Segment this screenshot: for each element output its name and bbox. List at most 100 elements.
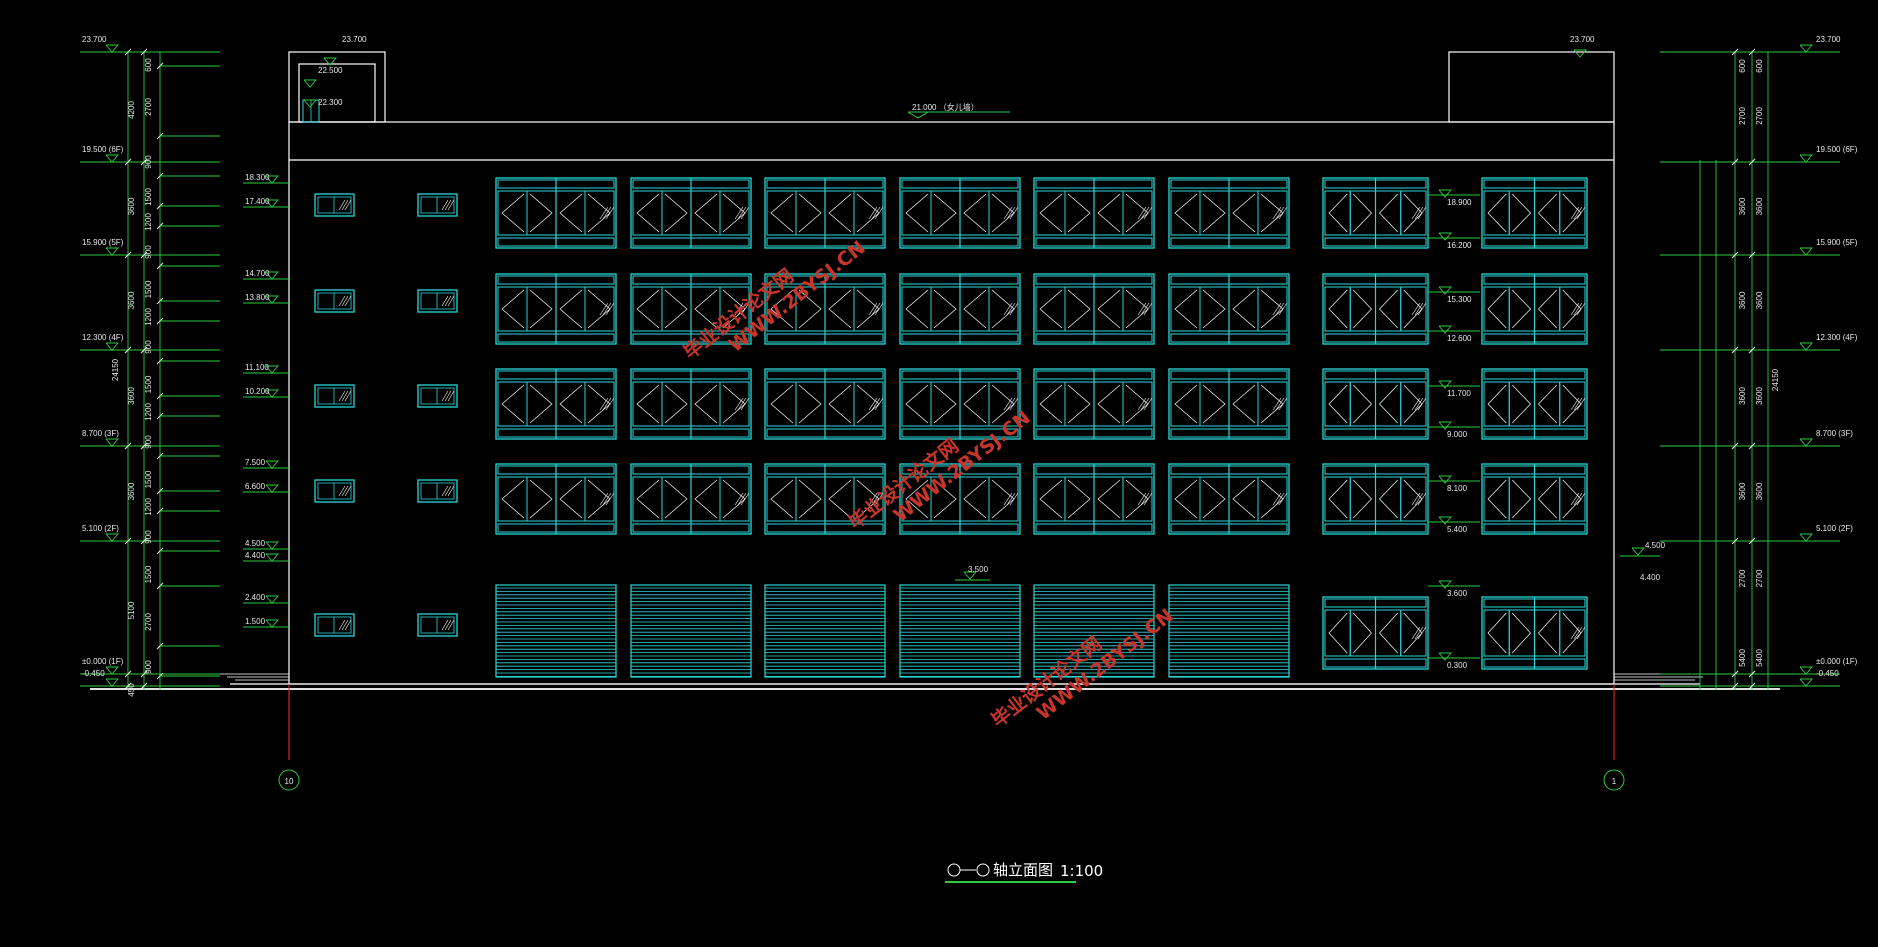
right-window-level: 12.600 [1447, 334, 1472, 343]
glass-hatch [1573, 302, 1583, 316]
shutter-door [495, 584, 617, 678]
right-window-level-marker [1438, 421, 1452, 430]
window-pane [1400, 476, 1427, 522]
glass-hatch [1143, 397, 1153, 411]
dim-tick [1731, 48, 1739, 56]
glass-hatch [868, 206, 878, 220]
left-inner-dim: 900 [144, 435, 153, 449]
window-pane [988, 286, 1019, 332]
left-inner-dim: 900 [144, 155, 153, 169]
window-unit [1033, 368, 1155, 440]
glass-hatch [444, 390, 452, 402]
opening-mark [1352, 612, 1372, 654]
glass-hatch [734, 302, 744, 316]
opening-mark [1039, 289, 1063, 329]
parapet-note: 21.000 （女儿墙） [912, 102, 979, 112]
window-unit [1481, 177, 1588, 249]
right-outer-dim: 2700 [1738, 107, 1747, 125]
opening-mark [529, 384, 553, 424]
dim-tick [140, 158, 148, 166]
opening-mark [1379, 193, 1399, 233]
glass-hatch [444, 485, 452, 497]
glass-hatch [1576, 206, 1586, 220]
window-unit [764, 463, 886, 535]
opening-mark [1097, 384, 1121, 424]
window-pane [853, 190, 884, 236]
opening-mark [1174, 193, 1198, 233]
opening-mark [559, 384, 583, 424]
glass-hatch [1576, 626, 1586, 640]
opening-mark [501, 479, 525, 519]
left-inner-dim: 1200 [144, 308, 153, 326]
dim-tick [124, 442, 132, 450]
opening-mark [664, 384, 688, 424]
dim-tick [124, 682, 132, 690]
opening-mark [1487, 479, 1507, 519]
glass-hatch [444, 199, 452, 211]
glass-hatch [344, 390, 352, 402]
glass-hatch [1143, 302, 1153, 316]
window-pane [1400, 190, 1427, 236]
window-unit [495, 273, 617, 345]
dim-tick [140, 251, 148, 259]
glass-hatch [740, 492, 750, 506]
window-pane [1257, 381, 1288, 427]
window-unit [1322, 273, 1429, 345]
shutter-level-marker [963, 571, 977, 580]
small-window-frame [417, 479, 458, 503]
right-window-level-marker [1438, 189, 1452, 198]
small-window-level-marker [265, 175, 279, 184]
opening-mark [1487, 193, 1507, 233]
window-pane [584, 476, 615, 522]
window-unit [1481, 368, 1588, 440]
opening-mark [1379, 289, 1399, 329]
glass-hatch [1272, 206, 1282, 220]
small-window [417, 479, 458, 503]
opening-mark [798, 384, 822, 424]
left-inner-dim: 1500 [144, 188, 153, 206]
right-window-level-marker [1438, 325, 1452, 334]
drawing-title: 轴立面图 [993, 861, 1053, 879]
glass-hatch [871, 397, 881, 411]
window-pane [988, 190, 1019, 236]
opening-mark [828, 289, 852, 329]
opening-mark [933, 289, 957, 329]
glass-hatch [1137, 492, 1147, 506]
opening-mark [1328, 289, 1348, 329]
axis-end-label: 1 [1612, 777, 1617, 786]
small-window-level: 18.300 [245, 173, 270, 182]
shutter-frame [630, 584, 752, 678]
right-level-label: 23.700 [1816, 35, 1841, 44]
small-window-level-marker [265, 271, 279, 280]
glass-hatch [599, 397, 609, 411]
opening-mark [1039, 479, 1063, 519]
glass-hatch [1570, 206, 1580, 220]
opening-mark [694, 193, 718, 233]
window-unit [899, 463, 1021, 535]
opening-mark [664, 479, 688, 519]
glass-hatch [447, 390, 455, 402]
left-level-label: 12.300 (4F) [82, 333, 124, 342]
glass-hatch [1411, 397, 1421, 411]
glass-hatch [740, 397, 750, 411]
opening-mark [1538, 479, 1558, 519]
opening-mark [1511, 384, 1531, 424]
glass-hatch [1278, 397, 1288, 411]
small-window [417, 193, 458, 217]
opening-mark [1379, 479, 1399, 519]
small-window-level-marker [265, 541, 279, 550]
small-window-inner [420, 482, 455, 500]
small-window [417, 289, 458, 313]
small-window-frame [314, 613, 355, 637]
shutter-door [899, 584, 1021, 678]
glass-hatch [1275, 492, 1285, 506]
window-unit [1033, 273, 1155, 345]
left-level-label: -0.450 [82, 669, 105, 678]
level-marker-left [105, 154, 119, 163]
opening-mark [636, 384, 660, 424]
left-inner-dim: 1500 [144, 565, 153, 583]
opening-mark [1202, 384, 1226, 424]
glass-hatch [1570, 397, 1580, 411]
glass-hatch [740, 302, 750, 316]
opening-mark [828, 479, 852, 519]
